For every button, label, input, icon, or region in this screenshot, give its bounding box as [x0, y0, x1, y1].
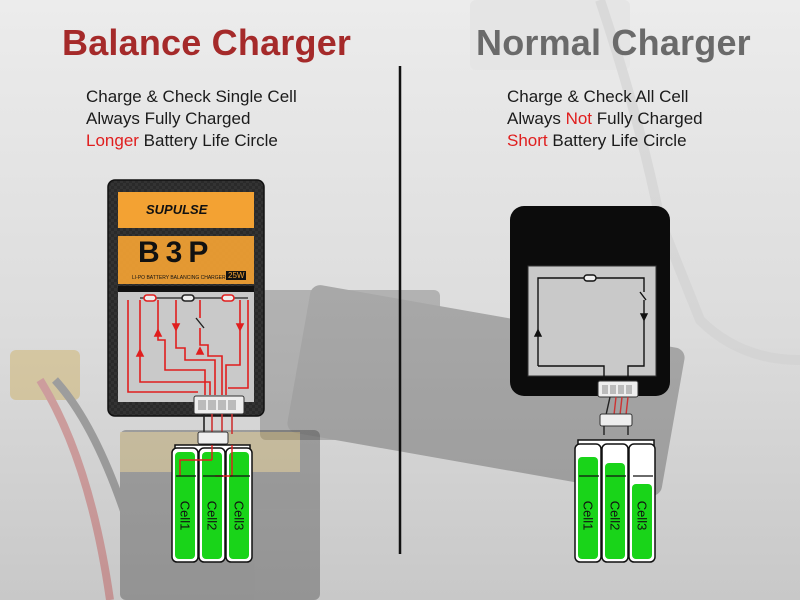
balance-charger-features: Charge & Check Single Cell Always Fully … [86, 86, 297, 152]
feature-line-2: Always Not Fully Charged [507, 108, 703, 130]
normal-charger-features: Charge & Check All Cell Always Not Fully… [507, 86, 703, 152]
balance-charger-device [107, 179, 265, 417]
cell-label: Cell2 [607, 500, 623, 531]
highlight-text: Not [565, 109, 593, 128]
feature-line-1: Charge & Check All Cell [507, 87, 689, 106]
line-rest: Battery Life Circle [138, 131, 278, 150]
charger-subtitle: LI-PO BATTERY BALANCING CHARGER [132, 275, 226, 281]
cell-label: Cell2 [204, 500, 220, 531]
feature-line-3: Longer Battery Life Circle [86, 130, 297, 152]
charger-brand: SUPULSE [146, 202, 208, 217]
cell-label: Cell3 [231, 500, 247, 531]
cell-label: Cell1 [580, 500, 596, 531]
highlight-text: Short [507, 131, 548, 150]
line-rest: Battery Life Circle [547, 131, 687, 150]
feature-line-2: Always Fully Charged [86, 109, 251, 128]
normal-cells [574, 439, 656, 563]
charger-model: B3P [138, 236, 215, 269]
feature-line-1: Charge & Check Single Cell [86, 87, 297, 106]
normal-charger-device [510, 206, 670, 396]
cell-label: Cell3 [634, 500, 650, 531]
feature-line-3: Short Battery Life Circle [507, 130, 703, 152]
balance-cells [171, 444, 253, 563]
highlight-text: Longer [86, 131, 139, 150]
balance-charger-title: Balance Charger [62, 22, 352, 63]
balance-circuit [127, 294, 249, 395]
cell-label: Cell1 [177, 500, 193, 531]
line-part: Always [507, 109, 566, 128]
charger-power: 25W [226, 271, 247, 280]
line-part: Fully Charged [592, 109, 703, 128]
normal-circuit [533, 274, 649, 385]
normal-charger-title: Normal Charger [476, 22, 751, 63]
